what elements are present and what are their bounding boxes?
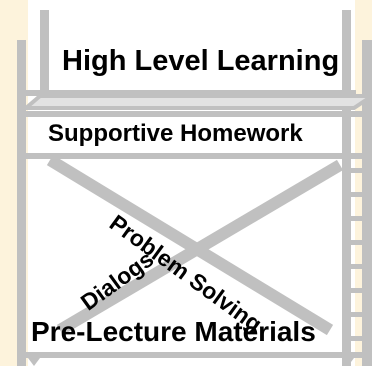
right-post-inner: [342, 10, 351, 366]
left-post-outer: [17, 40, 26, 366]
top-rail: [26, 90, 356, 96]
base-bar: [17, 352, 372, 358]
cross-brace-1: [46, 154, 334, 336]
right-foot: [342, 358, 354, 366]
middle-platform-top: [17, 111, 372, 117]
pre-lecture-materials-label: Pre-Lecture Materials: [31, 316, 316, 347]
left-post-inner: [40, 10, 49, 95]
middle-platform-bottom: [17, 153, 372, 159]
right-post-outer: [362, 40, 372, 366]
ladder-rungs: [343, 168, 368, 341]
left-foot: [28, 358, 40, 366]
top-platform: [20, 94, 372, 110]
ladder-rail: [362, 150, 366, 366]
high-level-learning-label: High Level Learning: [62, 45, 340, 77]
supportive-homework-label: Supportive Homework: [48, 120, 303, 147]
cross-brace-2: [56, 159, 344, 336]
